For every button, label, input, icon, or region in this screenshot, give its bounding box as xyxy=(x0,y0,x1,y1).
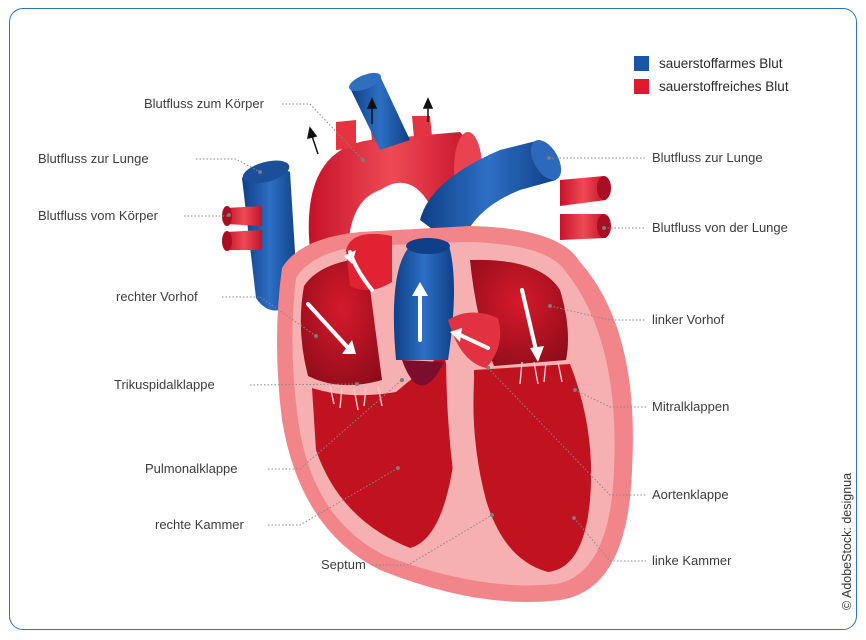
label-septum: Septum xyxy=(321,557,366,573)
label-blutfluss-vom-koerper: Blutfluss vom Körper xyxy=(38,208,158,224)
label-blutfluss-zur-lunge-right: Blutfluss zur Lunge xyxy=(652,150,763,166)
label-pulmonalklappe: Pulmonalklappe xyxy=(145,461,238,477)
legend-label: sauerstoffarmes Blut xyxy=(659,56,783,71)
label-blutfluss-zur-lunge-left: Blutfluss zur Lunge xyxy=(38,151,149,167)
label-linke-kammer: linke Kammer xyxy=(652,553,731,569)
legend-swatch-red xyxy=(634,79,649,94)
legend-item-oxygen-poor: sauerstoffarmes Blut xyxy=(634,56,783,71)
legend-item-oxygen-rich: sauerstoffreiches Blut xyxy=(634,79,789,94)
pulmonary-veins-right xyxy=(560,176,611,240)
label-aortenklappe: Aortenklappe xyxy=(652,487,729,503)
label-linker-vorhof: linker Vorhof xyxy=(652,312,724,328)
label-mitralklappen: Mitralklappen xyxy=(652,399,729,415)
image-credit: © AdobeStock: designua xyxy=(840,473,854,610)
label-trikuspidalklappe: Trikuspidalklappe xyxy=(114,377,215,393)
label-rechter-vorhof: rechter Vorhof xyxy=(116,289,198,305)
legend-swatch-blue xyxy=(634,56,649,71)
label-blutfluss-von-der-lunge: Blutfluss von der Lunge xyxy=(652,220,788,236)
label-blutfluss-zum-koerper: Blutfluss zum Körper xyxy=(144,96,264,112)
label-rechte-kammer: rechte Kammer xyxy=(155,517,244,533)
legend-label: sauerstoffreiches Blut xyxy=(659,79,789,94)
